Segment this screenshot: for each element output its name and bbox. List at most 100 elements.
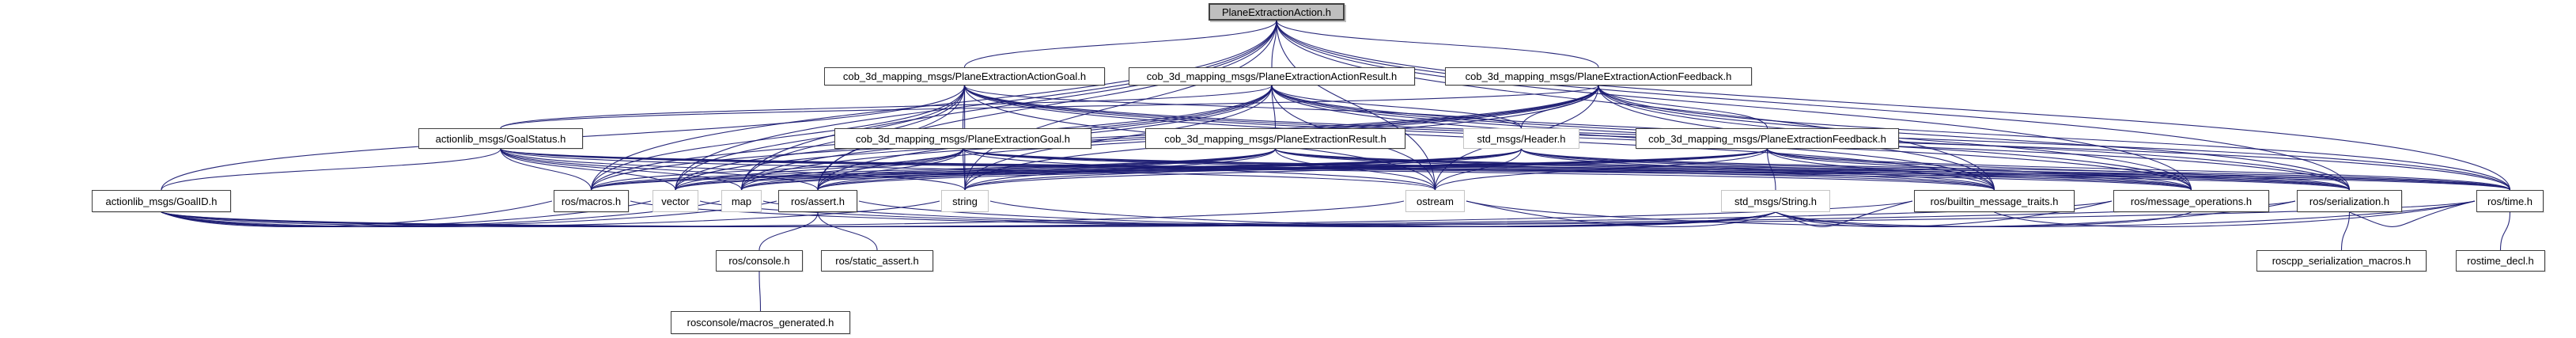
graph-edge — [962, 148, 2351, 191]
graph-node-ares[interactable]: cob_3d_mapping_msgs/PlaneExtractionActio… — [1129, 67, 1415, 85]
graph-node-label: map — [731, 195, 752, 207]
graph-edge — [758, 211, 819, 251]
graph-node-macros[interactable]: ros/macros.h — [554, 190, 629, 212]
graph-edge — [500, 148, 592, 191]
graph-edge — [1994, 200, 2476, 227]
graph-edge — [1274, 148, 2511, 191]
graph-edge — [758, 271, 762, 312]
graph-edge — [817, 148, 1768, 191]
edges-group — [161, 20, 2511, 312]
graph-node-label: ros/message_operations.h — [2130, 195, 2253, 207]
graph-node-label: roscpp_serialization_macros.h — [2271, 255, 2411, 267]
graph-node-goal[interactable]: cob_3d_mapping_msgs/PlaneExtractionGoal.… — [834, 128, 1091, 149]
graph-node-label: std_msgs/Header.h — [1477, 132, 1566, 145]
graph-edge — [590, 148, 1277, 191]
graph-edge — [1598, 85, 1768, 129]
graph-node-sassert[interactable]: ros/static_assert.h — [821, 250, 933, 272]
graph-node-label: rosconsole/macros_generated.h — [687, 317, 834, 329]
graph-edge — [1434, 148, 1768, 191]
graph-edge — [675, 85, 1599, 191]
graph-edge — [817, 148, 964, 191]
graph-edge — [1466, 200, 2192, 227]
graph-edge — [500, 85, 1273, 129]
graph-edge — [2349, 200, 2476, 227]
graph-node-label: PlaneExtractionAction.h — [1221, 6, 1332, 18]
graph-edge — [1766, 148, 2511, 191]
graph-node-label: actionlib_msgs/GoalStatus.h — [435, 132, 566, 145]
graph-node-rtd[interactable]: rostime_decl.h — [2456, 250, 2545, 272]
graph-node-map[interactable]: map — [721, 190, 762, 212]
graph-node-console[interactable]: ros/console.h — [716, 250, 803, 272]
graph-edge — [1274, 148, 1995, 191]
graph-node-time[interactable]: ros/time.h — [2476, 190, 2544, 212]
graph-node-vector[interactable]: vector — [653, 190, 698, 212]
graph-node-label: ostream — [1417, 195, 1454, 207]
graph-node-assert[interactable]: ros/assert.h — [778, 190, 857, 212]
graph-node-label: ros/console.h — [728, 255, 790, 267]
graph-node-string[interactable]: string — [941, 190, 989, 212]
graph-edge — [1766, 148, 1776, 191]
graph-edge — [1271, 85, 1995, 191]
graph-node-mg[interactable]: rosconsole/macros_generated.h — [671, 311, 850, 334]
graph-node-label: cob_3d_mapping_msgs/PlaneExtractionFeedb… — [1648, 132, 1886, 145]
graph-edge — [161, 200, 1405, 227]
graph-edge — [590, 148, 1768, 191]
graph-edge — [964, 148, 1768, 191]
graph-edge — [2340, 211, 2351, 251]
graph-node-label: cob_3d_mapping_msgs/PlaneExtractionGoal.… — [855, 132, 1070, 145]
graph-node-label: ros/static_assert.h — [835, 255, 919, 267]
graph-node-label: ros/assert.h — [791, 195, 845, 207]
graph-edge — [161, 200, 553, 227]
graph-edge — [500, 85, 1599, 129]
graph-node-label: ros/serialization.h — [2309, 195, 2390, 207]
graph-edge — [675, 148, 964, 191]
graph-edge — [590, 85, 966, 191]
graph-edge — [500, 148, 819, 191]
graph-edge — [675, 148, 1277, 191]
graph-node-header[interactable]: std_msgs/Header.h — [1463, 128, 1579, 149]
graph-edge — [161, 148, 501, 191]
graph-edge — [675, 85, 966, 191]
graph-node-main[interactable]: PlaneExtractionAction.h — [1209, 3, 1345, 21]
graph-edge — [1276, 20, 2192, 191]
graph-edge — [740, 148, 1277, 191]
graph-edge — [2499, 211, 2511, 251]
graph-node-gstatus[interactable]: actionlib_msgs/GoalStatus.h — [418, 128, 583, 149]
graph-edge — [1276, 20, 2511, 191]
graph-edge — [740, 148, 964, 191]
graph-edge — [1766, 148, 2351, 191]
graph-edge — [1520, 148, 2192, 191]
graph-node-bmt[interactable]: ros/builtin_message_traits.h — [1914, 190, 2075, 212]
graph-node-label: actionlib_msgs/GoalID.h — [105, 195, 218, 207]
graph-node-ostream[interactable]: ostream — [1405, 190, 1465, 212]
graph-node-label: vector — [661, 195, 690, 207]
graph-node-label: cob_3d_mapping_msgs/PlaneExtractionActio… — [1146, 70, 1398, 82]
graph-edge — [1598, 85, 2351, 191]
graph-edge — [1274, 148, 2351, 191]
graph-node-mo[interactable]: ros/message_operations.h — [2113, 190, 2269, 212]
graph-node-fb[interactable]: cob_3d_mapping_msgs/PlaneExtractionFeedb… — [1636, 128, 1899, 149]
graph-edge — [1271, 85, 1277, 129]
graph-edge — [590, 148, 964, 191]
graph-edge — [1276, 20, 1436, 191]
graph-node-afb[interactable]: cob_3d_mapping_msgs/PlaneExtractionActio… — [1445, 67, 1752, 85]
graph-node-label: ros/builtin_message_traits.h — [1930, 195, 2059, 207]
graph-node-goalid[interactable]: actionlib_msgs/GoalID.h — [92, 190, 231, 212]
graph-edge — [1271, 85, 1523, 129]
graph-node-ser[interactable]: ros/serialization.h — [2297, 190, 2402, 212]
graph-edge — [1520, 148, 1995, 191]
graph-node-agoal[interactable]: cob_3d_mapping_msgs/PlaneExtractionActio… — [824, 67, 1105, 85]
graph-edge — [500, 148, 2511, 191]
graph-edge — [1276, 20, 1599, 68]
graph-node-label: std_msgs/String.h — [1734, 195, 1818, 207]
graph-edge — [500, 148, 2192, 191]
graph-node-res[interactable]: cob_3d_mapping_msgs/PlaneExtractionResul… — [1145, 128, 1405, 149]
graph-edge — [1274, 148, 2192, 191]
graph-node-label: ros/macros.h — [561, 195, 622, 207]
graph-edge — [1466, 200, 1776, 227]
graph-edge — [1520, 148, 2351, 191]
graph-edge — [590, 148, 1523, 191]
graph-node-stdstring[interactable]: std_msgs/String.h — [1721, 190, 1830, 212]
graph-node-rsm[interactable]: roscpp_serialization_macros.h — [2256, 250, 2427, 272]
